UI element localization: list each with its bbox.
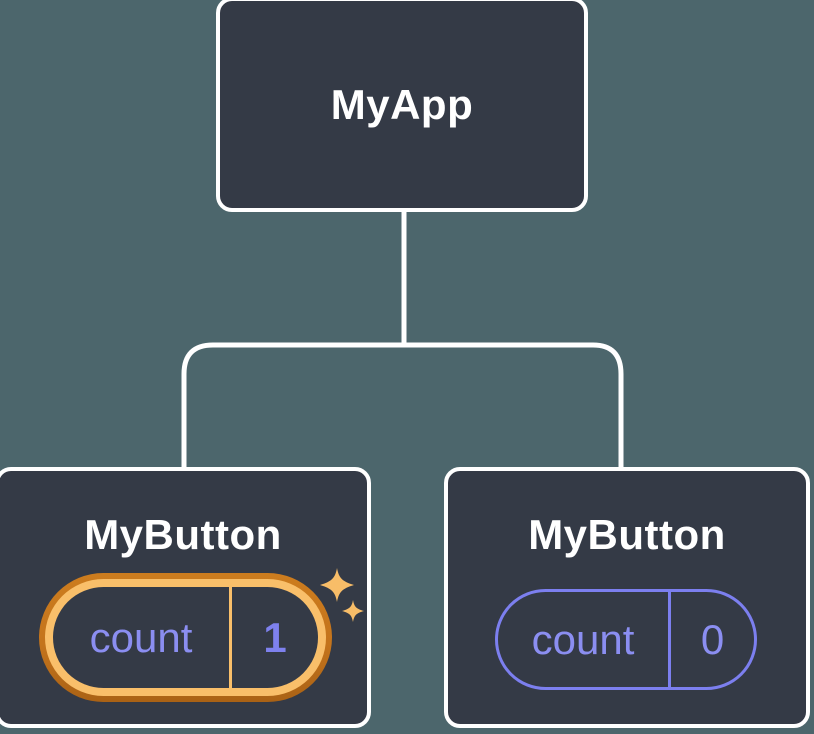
count-pill-highlighted: count 1	[39, 573, 332, 702]
mybutton-left-label: MyButton	[84, 511, 282, 558]
myapp-card: MyApp	[216, 0, 588, 212]
count-value: 1	[263, 613, 287, 661]
count-key-section: count	[498, 592, 668, 687]
mybutton-right-label: MyButton	[528, 511, 726, 558]
mybutton-card-right: MyButton count 0	[444, 467, 810, 728]
count-value-section: 0	[671, 592, 754, 687]
pill-divider	[229, 587, 232, 688]
count-pill: count 0	[495, 589, 757, 690]
connector-branch	[181, 342, 624, 472]
myapp-label: MyApp	[330, 80, 474, 128]
count-key-label: count	[89, 613, 193, 661]
sparkle-large	[320, 568, 354, 602]
count-pill-gold-ring: count 1	[45, 579, 326, 696]
count-key-section: count	[53, 587, 229, 688]
count-pill-body: count 1	[53, 587, 318, 688]
count-key-label: count	[531, 615, 635, 663]
pill-divider	[668, 592, 671, 687]
count-value: 0	[700, 615, 725, 663]
sparkles-icon	[320, 568, 364, 622]
count-value-section: 1	[232, 587, 318, 688]
mybutton-card-left: MyButton count 1	[0, 467, 371, 728]
sparkle-small	[342, 600, 364, 622]
